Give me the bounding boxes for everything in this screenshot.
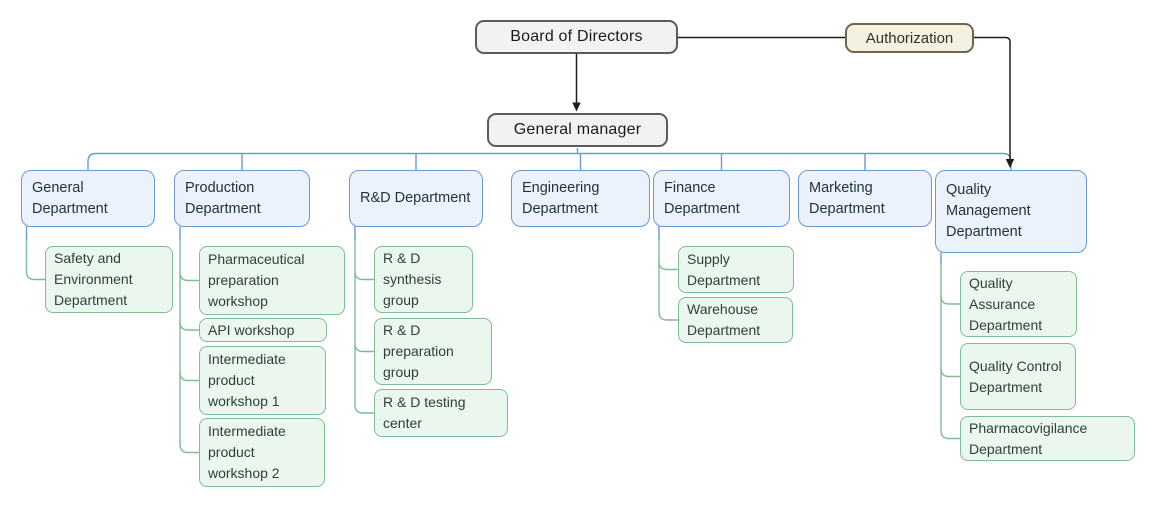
child-label: Intermediate product workshop 2 (208, 423, 286, 481)
edge-rnd-branch-2 (354, 343, 374, 353)
child-rnd-testing-center[interactable]: R & D testing center (374, 389, 508, 437)
node-general-manager[interactable]: General manager (487, 113, 668, 147)
dept-engineering[interactable]: Engineering Department (511, 170, 650, 227)
child-label: Intermediate product workshop 1 (208, 351, 286, 409)
child-safety-environment[interactable]: Safety and Environment Department (45, 246, 173, 313)
dept-general[interactable]: General Department (21, 170, 155, 227)
edge-finance-trunk (658, 239, 678, 321)
child-quality-control[interactable]: Quality Control Department (960, 343, 1076, 410)
child-warehouse-department[interactable]: Warehouse Department (678, 297, 793, 343)
node-board-of-directors[interactable]: Board of Directors (475, 20, 678, 54)
edge-rnd-branch-1 (354, 271, 374, 281)
child-intermediate-workshop-2[interactable]: Intermediate product workshop 2 (199, 418, 325, 487)
dept-marketing-label: Marketing Department (809, 179, 885, 217)
child-label: Quality Control Department (969, 357, 1062, 395)
child-supply-department[interactable]: Supply Department (678, 246, 794, 293)
edge-production-branch-3 (179, 372, 199, 382)
child-label: Pharmaceutical preparation workshop (208, 251, 305, 309)
authorization-label: Authorization (865, 29, 954, 47)
dept-rnd-label: R&D Department (360, 190, 471, 206)
dept-production[interactable]: Production Department (174, 170, 310, 227)
child-rnd-preparation-group[interactable]: R & D preparation group (374, 318, 492, 385)
general-manager-label: General manager (513, 121, 642, 138)
edge-departments-rail (87, 152, 1012, 170)
edge-production-branch-2 (179, 321, 199, 331)
dept-rnd[interactable]: R&D Department (349, 170, 483, 227)
board-of-directors-label: Board of Directors (510, 28, 643, 45)
child-pharmacovigilance[interactable]: Pharmacovigilance Department (960, 416, 1135, 461)
child-label: Warehouse Department (687, 301, 761, 338)
child-quality-assurance[interactable]: Quality Assurance Department (960, 271, 1077, 337)
child-label: Safety and Environment Department (54, 250, 133, 308)
dept-finance-label: Finance Department (664, 179, 740, 217)
child-label: Pharmacovigilance Department (969, 419, 1088, 457)
edge-production-branch-1 (179, 272, 199, 282)
edge-quality-branch-1 (940, 295, 960, 305)
edge-finance-branch-1 (658, 261, 678, 271)
edge-quality-trunk (940, 263, 960, 440)
dept-production-label: Production Department (185, 179, 261, 217)
arrowhead-manager (572, 102, 581, 112)
child-intermediate-workshop-1[interactable]: Intermediate product workshop 1 (199, 346, 326, 415)
edge-authorization-to-quality (973, 36, 1011, 160)
dept-quality-management[interactable]: Quality Management Department (935, 170, 1087, 253)
child-label: Supply Department (687, 250, 761, 288)
child-label: R & D preparation group (383, 322, 454, 380)
dept-engineering-label: Engineering Department (522, 179, 600, 217)
dept-marketing[interactable]: Marketing Department (798, 170, 932, 227)
child-label: API workshop (208, 321, 295, 338)
dept-quality-management-label: Quality Management Department (946, 182, 1031, 240)
node-authorization[interactable]: Authorization (845, 23, 974, 53)
edge-production-trunk (179, 239, 199, 454)
edge-rnd-trunk (354, 239, 374, 414)
child-label: Quality Assurance Department (969, 274, 1043, 333)
dept-general-label: General Department (32, 179, 108, 217)
arrowhead-quality (1005, 159, 1015, 168)
child-label: R & D synthesis group (383, 250, 442, 308)
child-label: R & D testing center (383, 394, 466, 431)
edge-general-children (25, 239, 45, 281)
dept-finance[interactable]: Finance Department (653, 170, 790, 227)
child-pharmaceutical-preparation-workshop[interactable]: Pharmaceutical preparation workshop (199, 246, 345, 315)
child-rnd-synthesis-group[interactable]: R & D synthesis group (374, 246, 473, 313)
edge-quality-branch-2 (940, 368, 960, 378)
child-api-workshop[interactable]: API workshop (199, 318, 327, 342)
